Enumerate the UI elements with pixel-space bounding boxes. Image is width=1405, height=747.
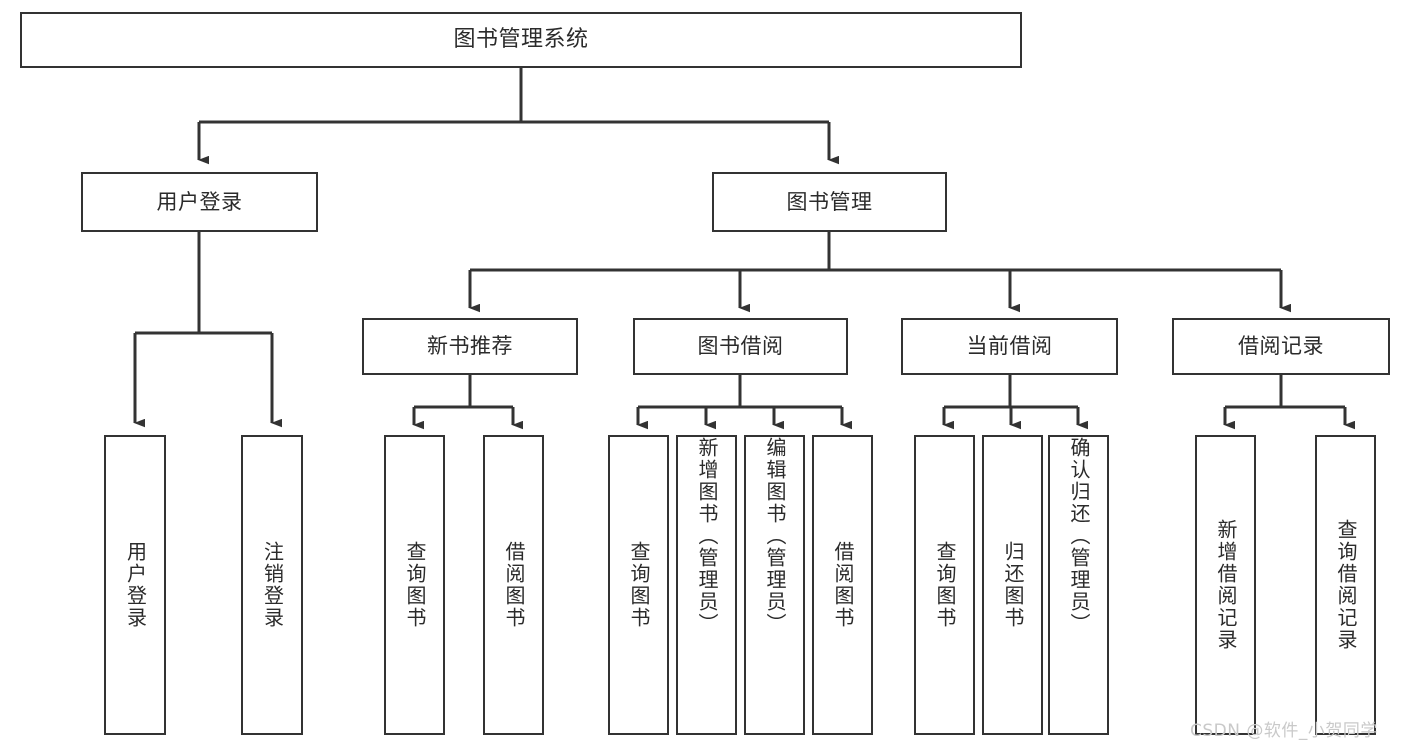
- node-leaf-query-book-1[interactable]: 查询图书: [384, 435, 445, 735]
- node-leaf-borrow-book-1[interactable]: 借阅图书: [483, 435, 544, 735]
- node-user-login[interactable]: 用户登录: [81, 172, 318, 232]
- node-root-book-management-system[interactable]: 图书管理系统: [20, 12, 1022, 68]
- node-leaf-edit-book[interactable]: 编辑图书（管理员）: [744, 435, 805, 735]
- node-leaf-user-login[interactable]: 用户登录: [104, 435, 166, 735]
- node-leaf-user-login-label: 用户登录: [123, 541, 148, 629]
- node-leaf-add-record[interactable]: 新增借阅记录: [1195, 435, 1256, 735]
- node-current-borrow-label: 当前借阅: [966, 334, 1053, 359]
- node-leaf-query-record-label: 查询借阅记录: [1334, 519, 1358, 651]
- node-leaf-logout-login[interactable]: 注销登录: [241, 435, 303, 735]
- node-leaf-query-book-3-label: 查询图书: [933, 541, 957, 629]
- node-leaf-add-book-label: 新增图书（管理员）: [695, 437, 719, 635]
- node-leaf-query-book-1-label: 查询图书: [403, 541, 427, 629]
- node-leaf-borrow-book-1-label: 借阅图书: [502, 541, 526, 629]
- node-leaf-query-book-2-label: 查询图书: [627, 541, 651, 629]
- node-leaf-edit-book-label: 编辑图书（管理员）: [763, 437, 787, 635]
- node-borrow-record-label: 借阅记录: [1238, 334, 1324, 359]
- node-book-management[interactable]: 图书管理: [712, 172, 947, 232]
- node-leaf-confirm-return[interactable]: 确认归还（管理员）: [1048, 435, 1109, 735]
- node-leaf-query-book-3[interactable]: 查询图书: [914, 435, 975, 735]
- node-leaf-borrow-book-2[interactable]: 借阅图书: [812, 435, 873, 735]
- node-leaf-query-book-2[interactable]: 查询图书: [608, 435, 669, 735]
- node-leaf-query-record[interactable]: 查询借阅记录: [1315, 435, 1376, 735]
- node-book-borrow-label: 图书借阅: [697, 334, 784, 359]
- node-borrow-record[interactable]: 借阅记录: [1172, 318, 1390, 375]
- node-leaf-confirm-return-label: 确认归还（管理员）: [1067, 437, 1091, 635]
- node-leaf-borrow-book-2-label: 借阅图书: [831, 541, 855, 629]
- node-book-borrow[interactable]: 图书借阅: [633, 318, 848, 375]
- node-leaf-add-book[interactable]: 新增图书（管理员）: [676, 435, 737, 735]
- node-current-borrow[interactable]: 当前借阅: [901, 318, 1118, 375]
- node-leaf-return-book-label: 归还图书: [1001, 541, 1025, 629]
- node-leaf-return-book[interactable]: 归还图书: [982, 435, 1043, 735]
- node-new-book-recommend[interactable]: 新书推荐: [362, 318, 578, 375]
- node-new-book-recommend-label: 新书推荐: [427, 334, 513, 359]
- node-user-login-label: 用户登录: [156, 189, 243, 214]
- node-book-management-label: 图书管理: [786, 189, 873, 214]
- node-root-label: 图书管理系统: [453, 27, 589, 53]
- node-leaf-add-record-label: 新增借阅记录: [1214, 519, 1238, 651]
- node-leaf-logout-login-label: 注销登录: [260, 541, 285, 629]
